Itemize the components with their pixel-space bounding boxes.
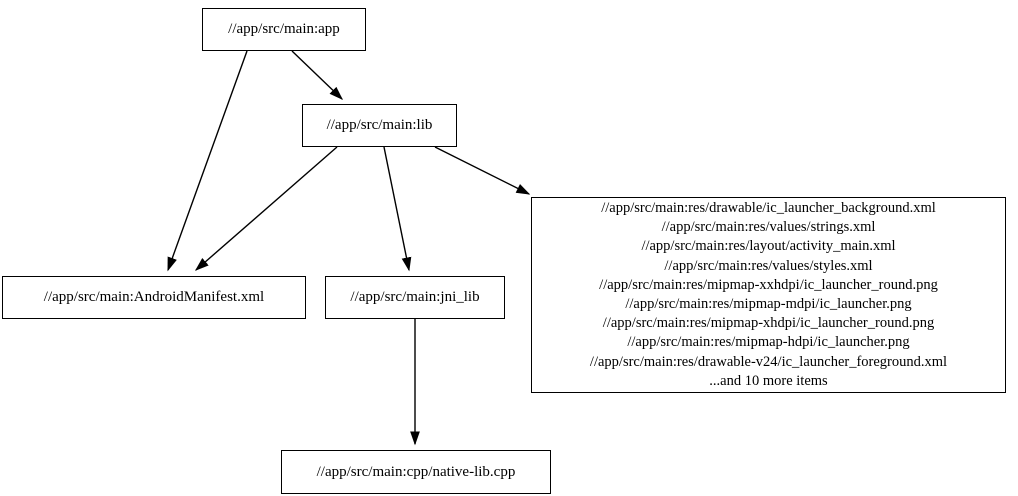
resource-line: //app/src/main:res/mipmap-mdpi/ic_launch… [625,296,912,312]
node-label-app: //app/src/main:app [228,21,340,37]
edge-app-to-manifest [167,50,248,272]
node-label-lib: //app/src/main:lib [326,117,433,133]
node-label-android-manifest: //app/src/main:AndroidManifest.xml [43,289,265,305]
graph-node-app[interactable]: //app/src/main:app [202,8,366,51]
node-label-jni-lib: //app/src/main:jni_lib [350,289,480,305]
resource-line: ...and 10 more items [709,372,828,389]
resource-line: //app/src/main:res/layout/activity_main.… [641,238,896,255]
resource-line: //app/src/main:res/values/strings.xml [661,219,876,236]
graph-node-android-manifest[interactable]: //app/src/main:AndroidManifest.xml [2,276,306,319]
resource-line: //app/src/main:res/values/styles.xml [664,257,873,274]
resource-list: //app/src/main:res/drawable/ic_launcher_… [532,199,1005,391]
graph-node-native-lib-cpp[interactable]: //app/src/main:cpp/native-lib.cpp [281,450,551,494]
edge-app-to-lib [291,50,344,100]
resource-line: //app/src/main:res/mipmap-xhdpi/ic_launc… [602,315,935,332]
resource-line: //app/src/main:res/mipmap-hdpi/ic_launch… [627,334,910,351]
edge-lib-to-jni [383,146,412,272]
resource-line: //app/src/main:res/drawable-v24/ic_launc… [589,353,948,370]
edge-lib-to-resources [434,146,531,195]
resource-line: //app/src/main:res/mipmap-xxhdpi/ic_laun… [599,276,938,293]
edge-lib-to-manifest [194,146,338,271]
graph-node-resource-bundle[interactable]: //app/src/main:res/drawable/ic_launcher_… [531,197,1006,393]
graph-node-jni-lib[interactable]: //app/src/main:jni_lib [325,276,505,319]
resource-line: //app/src/main:res/drawable/ic_launcher_… [601,199,936,216]
node-label-native-lib-cpp: //app/src/main:cpp/native-lib.cpp [316,463,516,480]
graph-node-lib[interactable]: //app/src/main:lib [302,104,457,147]
